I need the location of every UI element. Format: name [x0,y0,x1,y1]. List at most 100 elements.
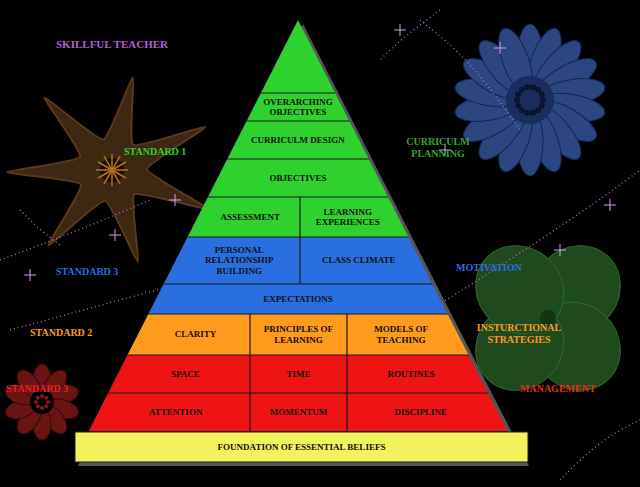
flower [3,364,81,440]
cell-label: OVERARCHING OBJECTIVES [260,97,337,118]
sparkle [494,42,506,54]
sparkle-trail [560,420,640,480]
pyramid-band [0,355,640,431]
side-label: STANDARD 3 [6,383,68,395]
cell-label: PERSONAL RELATIONSHIP BUILDING [182,245,297,276]
flower-dot [524,110,530,116]
flower-ray [112,162,126,170]
pyramid-band [0,237,640,314]
flower-dot [535,107,541,113]
cell-label: LEARNING EXPERIENCES [303,207,392,228]
row-line [0,120,640,121]
row-line [0,283,640,284]
cell-line [249,355,250,393]
pyramid-cell: OVERARCHING OBJECTIVES [257,93,340,121]
cell-label: ATTENTION [149,407,202,417]
sparkle [394,24,406,36]
cell-label: DISCIPLINE [395,407,448,417]
cell-label: EXPECTATIONS [263,294,333,304]
pyramid-cell: OBJECTIVES [221,159,376,197]
sparkle [24,269,36,281]
title: SKILLFUL TEACHER [56,38,168,51]
foundation-band [75,432,528,462]
sparkles [0,10,640,480]
sparkle-trail [380,10,440,60]
cell-line [346,314,347,355]
cell-label: MOMENTUM [270,407,328,417]
sparkle [604,199,616,211]
pyramid-cell: MODELS OF TEACHING [347,314,455,355]
flower-dot [514,97,520,103]
sparkle [109,229,121,241]
pyramid-band [0,314,640,355]
row-line [0,236,640,237]
side-label: INSTURCTIONAL STRATEGIES [474,322,564,345]
cell-label: FOUNDATION OF ESSENTIAL BELIEFS [218,442,386,452]
pyramid-cell: MOMENTUM [250,393,347,431]
pyramid-cell: EXPECTATIONS [159,284,437,314]
flower-dot [46,400,50,404]
cell-label: TIME [286,369,310,379]
row-line [0,196,640,197]
pyramid-cell: ATTENTION [101,393,250,431]
cell-line [346,393,347,431]
side-label: STANDARD 1 [124,146,186,158]
cell-label: OBJECTIVES [269,173,326,183]
flower-dot [519,87,525,93]
cell-label: CLASS CLIMATE [322,255,396,265]
flower-dot [44,404,48,408]
pyramid-cell: SPACE [121,355,250,393]
flower-ray [112,170,120,184]
pyramid-cell: CLASS CLIMATE [300,237,417,284]
cell-label: ASSESSMENT [221,212,281,222]
sparkle [554,244,566,256]
sparkle-trail [0,200,150,260]
flower-dot [540,97,546,103]
flower-dot [44,396,48,400]
cell-line [346,355,347,393]
cell-label: SPACE [171,369,200,379]
side-label: STANDARD 3 [56,266,118,278]
cell-line [249,393,250,431]
flower-dot [34,400,38,404]
flower-center [506,76,554,124]
flower-dot [36,396,40,400]
flower-dot [539,91,545,97]
flower-ray [104,156,112,170]
pyramid-cell: ROUTINES [347,355,475,393]
pyramid [0,20,640,466]
flower-dot [530,110,536,116]
row-line [0,158,640,159]
sparkle-trail [420,20,520,130]
pyramid-band [0,20,640,237]
flower-dot [40,406,44,410]
flower-dot [36,404,40,408]
cell-label: MODELS OF TEACHING [350,324,452,345]
row-line [0,313,640,314]
flower [453,24,607,176]
pyramid-cell: PERSONAL RELATIONSHIP BUILDING [179,237,300,284]
cell-label: ROUTINES [388,369,435,379]
pyramid-cell: CLARITY [141,314,250,355]
cell-line [299,197,300,237]
star-flower [7,77,208,261]
side-label: STANDARD 2 [30,327,92,339]
sparkle [169,194,181,206]
cell-label: CLARITY [175,329,217,339]
pyramid-cell: TIME [250,355,347,393]
pyramid-cell: ASSESSMENT [201,197,300,237]
side-label: MANAGEMENT [520,383,596,395]
flower-dot [40,394,44,398]
cell-label: PRINCIPLES OF LEARNING [253,324,344,345]
flower-ray [98,170,112,178]
cell-line [299,237,300,284]
side-label: MOTIVATION [456,262,522,274]
pyramid-cell: CURRICULM DESIGN [240,121,356,159]
side-label: CURRICULM PLANNING [398,136,478,159]
flower-dot [530,84,536,90]
flower-dot [515,103,521,109]
pyramid-cell: LEARNING EXPERIENCES [300,197,395,237]
pyramid-cell: DISCIPLINE [347,393,495,431]
